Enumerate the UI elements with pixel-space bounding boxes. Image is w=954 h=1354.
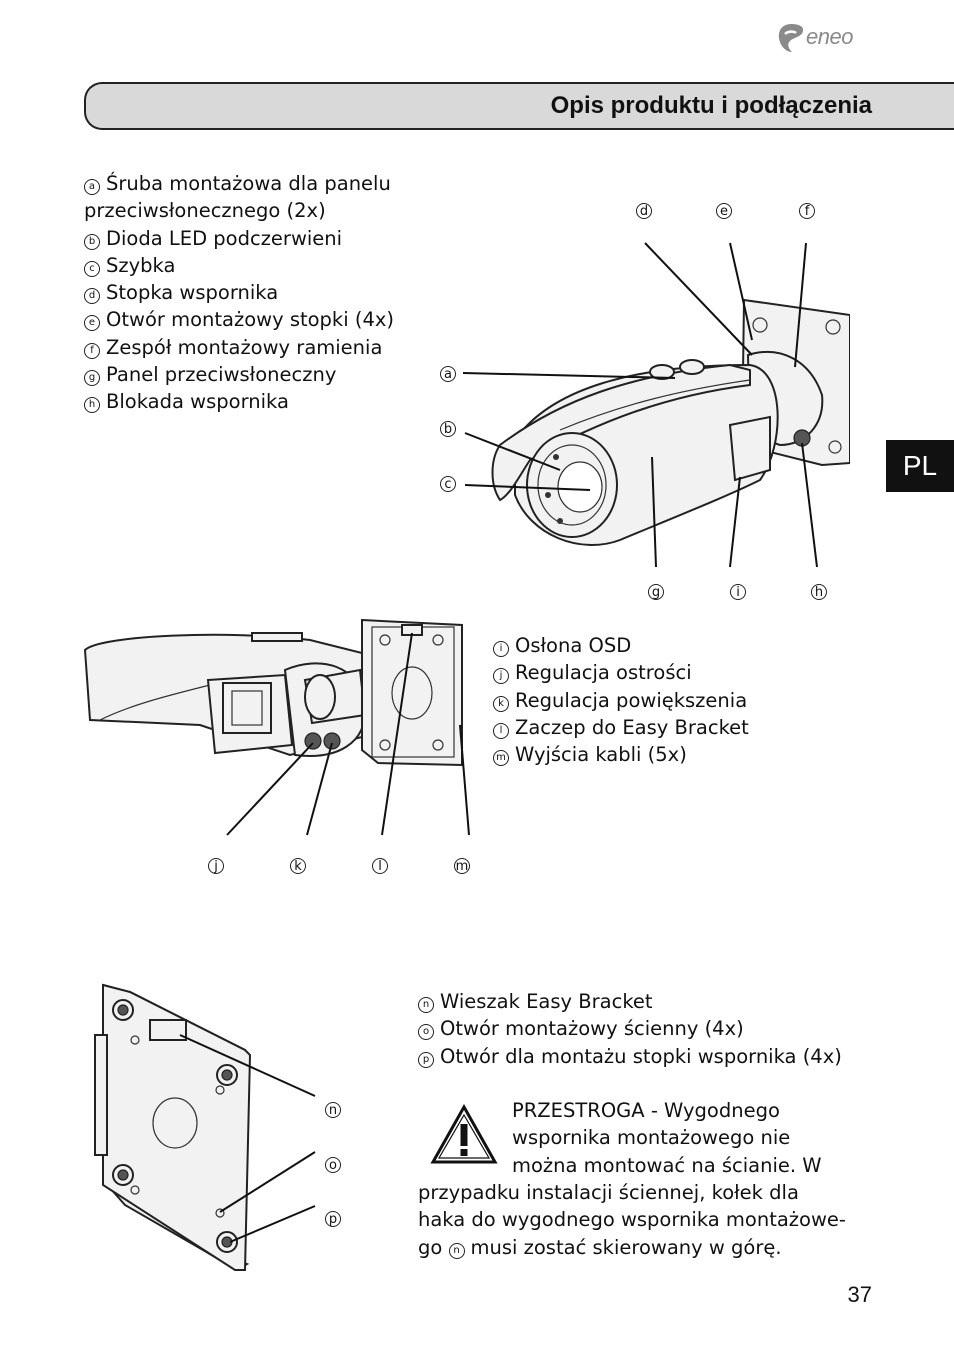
callout-j: j <box>208 858 224 874</box>
callout-h: h <box>811 584 827 600</box>
logo-wordmark: eneo <box>806 24 853 49</box>
letter-badge: n <box>418 997 434 1013</box>
warning-text: PRZESTROGA - Wygodnego wspornika montażo… <box>512 1099 822 1177</box>
callout-b: b <box>440 421 456 437</box>
callout-d: d <box>636 203 652 219</box>
callout-i: i <box>730 584 746 600</box>
eneo-logo-icon <box>778 24 804 52</box>
letter-badge: f <box>84 342 100 359</box>
language-tab: PL <box>886 440 954 492</box>
callout-p: p <box>325 1211 341 1227</box>
letter-badge: e <box>84 315 100 332</box>
letter-badge: j <box>493 668 509 685</box>
letter-badge: p <box>418 1051 434 1068</box>
warning-text-continued: przypadku instalacji ściennej, kołek dla… <box>418 1181 846 1259</box>
letter-badge: l <box>493 722 509 739</box>
letter-badge: h <box>84 397 100 414</box>
letter-badge: a <box>84 179 100 195</box>
callout-m: m <box>454 858 470 874</box>
camera-front-illustration <box>462 242 850 568</box>
callout-a: a <box>440 366 456 382</box>
list-item: przeciwsłonecznego (2x) <box>84 199 326 223</box>
letter-badge: c <box>84 260 100 277</box>
letter-badge: k <box>493 695 509 712</box>
letter-badge: n <box>448 1242 465 1259</box>
letter-badge: m <box>493 750 509 767</box>
mounting-plate-illustration <box>94 983 316 1272</box>
camera-rear-illustration <box>83 618 470 836</box>
callout-g: g <box>648 584 664 600</box>
eneo-logo: eneo <box>776 20 886 56</box>
page-title: Opis produktu i podłączenia <box>550 92 872 119</box>
letter-badge: i <box>493 641 509 657</box>
page-number: 37 <box>847 1282 872 1307</box>
callout-c: c <box>440 476 456 492</box>
callout-l: l <box>372 858 388 874</box>
warning-triangle-icon <box>430 1104 498 1164</box>
header-bar <box>84 82 954 130</box>
callout-o: o <box>325 1157 341 1173</box>
letter-badge: o <box>418 1024 434 1041</box>
callout-k: k <box>290 858 306 874</box>
letter-badge: d <box>84 288 100 305</box>
callout-e: e <box>716 203 732 219</box>
callout-n: n <box>325 1102 341 1118</box>
letter-badge: b <box>84 233 100 250</box>
letter-badge: g <box>84 370 100 387</box>
callout-f: f <box>799 203 815 219</box>
